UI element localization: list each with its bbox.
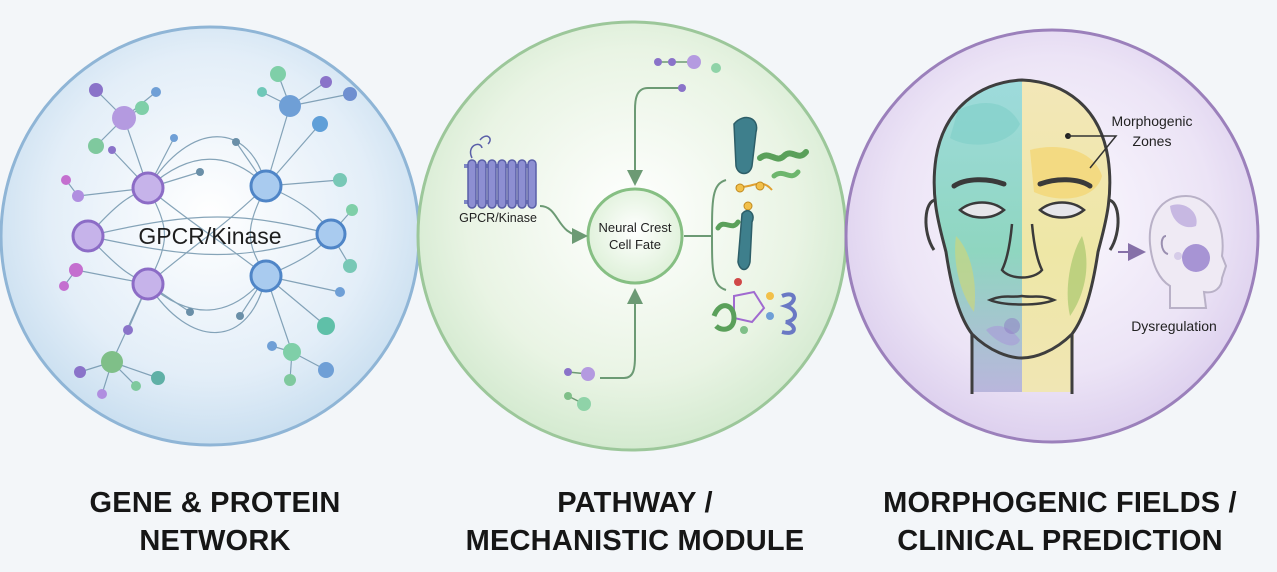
cell-fate-line1: Neural Crest <box>599 220 672 235</box>
network-node <box>74 366 86 378</box>
network-node <box>284 374 296 386</box>
network-node <box>257 87 267 97</box>
ligand-molecule-top <box>654 55 721 92</box>
network-node <box>267 341 277 351</box>
network-hub-label: GPCR/Kinase <box>138 223 281 249</box>
network-node <box>69 263 83 277</box>
network-node <box>317 317 335 335</box>
network-caption-line2: NETWORK <box>139 525 291 557</box>
network-node <box>108 146 116 154</box>
hub-node-bottom-left <box>131 267 165 301</box>
pathway-receptor-label: GPCR/Kinase <box>459 211 537 225</box>
network-node <box>333 173 347 187</box>
network-node <box>312 116 328 132</box>
cell-fate-line2: Cell Fate <box>609 237 661 252</box>
network-nodes <box>59 66 358 399</box>
network-node <box>343 87 357 101</box>
arrow-top-to-core <box>627 87 680 186</box>
network-node <box>196 168 204 176</box>
pathway-caption: PATHWAY / MECHANISTIC MODULE <box>440 484 830 560</box>
network-node <box>101 351 123 373</box>
network-node <box>232 138 240 146</box>
protein-structure-icon <box>715 116 809 271</box>
network-node <box>318 362 334 378</box>
morphogenic-caption-line1: MORPHOGENIC FIELDS / <box>883 487 1237 519</box>
face-illustration <box>924 78 1120 394</box>
ligand-molecule-bottom <box>564 367 595 411</box>
pathway-panel: GPCR/Kinase Neural Crest Cell Fate <box>416 20 848 452</box>
network-node <box>135 101 149 115</box>
network-node <box>59 281 69 291</box>
network-node <box>72 190 84 202</box>
zones-pointer-line <box>1068 135 1118 169</box>
network-node <box>346 204 358 216</box>
pathway-caption-line1: PATHWAY / <box>557 487 713 519</box>
branch-down <box>711 235 727 291</box>
network-caption: GENE & PROTEIN NETWORK <box>60 484 370 560</box>
dysregulation-label: Dysregulation <box>1131 318 1217 334</box>
network-node <box>170 134 178 142</box>
pathway-caption-line2: MECHANISTIC MODULE <box>465 525 805 557</box>
hub-node-top-right <box>249 169 283 203</box>
zones-label-line2: Zones <box>1133 133 1172 149</box>
morphogenic-caption: MORPHOGENIC FIELDS / CLINICAL PREDICTION <box>860 484 1260 560</box>
network-panel: GPCR/Kinase <box>0 25 421 447</box>
arrow-bottom-to-core <box>600 288 643 379</box>
network-node <box>283 343 301 361</box>
profile-head-icon <box>1148 194 1228 309</box>
zones-label-line1: Morphogenic <box>1112 113 1193 129</box>
network-node <box>270 66 286 82</box>
network-node <box>279 95 301 117</box>
network-node <box>89 83 103 97</box>
gpcr-receptor-icon <box>464 135 537 209</box>
network-node <box>236 312 244 320</box>
hub-node-top-left <box>131 171 165 205</box>
network-caption-line1: GENE & PROTEIN <box>89 487 341 519</box>
network-node <box>112 106 136 130</box>
hub-node-left <box>71 219 105 253</box>
morphogenic-caption-line2: CLINICAL PREDICTION <box>897 525 1223 557</box>
network-node <box>186 308 194 316</box>
network-node <box>151 87 161 97</box>
arrow-receptor-to-core <box>539 205 588 244</box>
network-node <box>151 371 165 385</box>
cell-fate-node <box>586 187 684 285</box>
morphogenic-panel: Morphogenic Zones Dysregulation <box>844 28 1260 444</box>
small-molecule-icon <box>711 278 797 335</box>
network-node <box>320 76 332 88</box>
hub-node-right <box>315 218 347 250</box>
hub-node-bottom-right <box>249 259 283 293</box>
network-node <box>88 138 104 154</box>
network-node <box>343 259 357 273</box>
network-node <box>335 287 345 297</box>
network-node <box>131 381 141 391</box>
pathway-arrows <box>539 87 727 379</box>
branch-up <box>711 179 727 237</box>
network-node <box>61 175 71 185</box>
network-node <box>123 325 133 335</box>
network-node <box>97 389 107 399</box>
